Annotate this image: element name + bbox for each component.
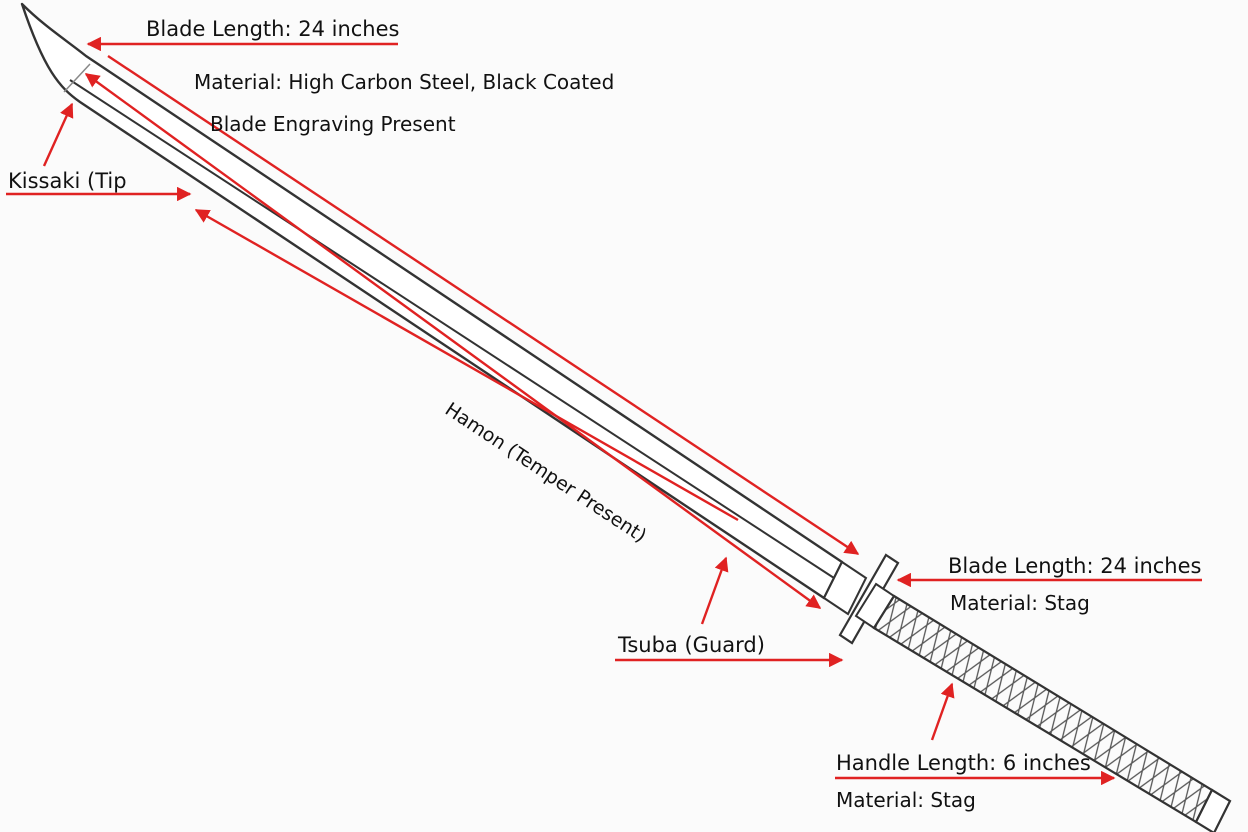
arrow-handle-up	[930, 682, 955, 741]
label-blade-length-guard: Blade Length: 24 inches	[948, 554, 1202, 578]
label-material-guard: Material: Stag	[950, 591, 1090, 615]
arrow-hamon	[194, 208, 739, 522]
arrow-kissaki-up	[42, 102, 74, 167]
label-engraving: Blade Engraving Present	[210, 112, 456, 136]
kashira-cap	[1194, 788, 1232, 832]
label-tsuba: Tsuba (Guard)	[618, 633, 765, 657]
label-blade-length-top: Blade Length: 24 inches	[146, 17, 400, 41]
label-kissaki: Kissaki (Tip	[8, 169, 127, 193]
blade-ridge	[69, 79, 835, 579]
label-material-handle: Material: Stag	[836, 788, 976, 812]
label-material-top: Material: High Carbon Steel, Black Coate…	[194, 70, 615, 94]
arrow-engraving-span	[84, 73, 822, 609]
arrow-tsuba-up	[700, 556, 729, 625]
tip-yokote-line	[63, 63, 91, 93]
label-handle-length: Handle Length: 6 inches	[836, 751, 1091, 775]
habaki	[822, 560, 868, 616]
